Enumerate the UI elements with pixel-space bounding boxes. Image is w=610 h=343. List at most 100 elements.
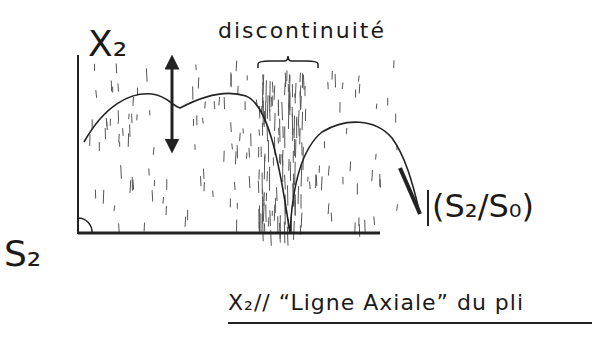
cleavage-dash [132, 97, 134, 106]
cleavage-dash [396, 204, 398, 211]
caption-underline [228, 322, 592, 324]
cleavage-dash [346, 128, 347, 134]
caption-note: X₂// “Ligne Axiale” du pli [228, 292, 524, 314]
cleavage-dash [395, 114, 396, 123]
cleavage-dash [302, 73, 303, 88]
cleavage-dash [118, 110, 119, 119]
cleavage-dash [282, 154, 284, 165]
cleavage-dash [129, 124, 130, 136]
cleavage-dash [112, 87, 113, 93]
cleavage-dash [89, 134, 90, 146]
cleavage-dash [111, 81, 112, 92]
cleavage-dash [262, 219, 264, 241]
cleavage-dash [280, 215, 281, 239]
cleavage-dash [204, 101, 206, 108]
cleavage-dash [230, 198, 231, 207]
cleavage-dash [289, 75, 291, 97]
cleavage-dash [364, 220, 366, 233]
cleavage-dash [350, 161, 352, 171]
cleavage-dash [193, 119, 194, 126]
cleavage-dash [281, 102, 283, 120]
axis-x2-label: X₂ [88, 26, 127, 62]
cleavage-dash [301, 213, 303, 228]
cleavage-dash [319, 166, 320, 173]
cleavage-dash [99, 142, 100, 151]
cleavage-dash [258, 147, 259, 158]
cleavage-dash [131, 114, 132, 124]
cleavage-dash [358, 217, 359, 226]
s2-s0-segment [400, 168, 420, 214]
cleavage-dash [274, 86, 276, 101]
cleavage-dash [236, 61, 238, 72]
plane-s2-label: S₂ [4, 236, 41, 272]
cleavage-dash [212, 191, 214, 198]
cleavage-dash [195, 65, 196, 71]
cleavage-dash [166, 179, 167, 190]
cleavage-dash [284, 126, 285, 148]
cleavage-dash [359, 224, 360, 237]
cleavage-dash [331, 213, 333, 222]
cleavage-dash [117, 83, 119, 91]
cleavage-dash [295, 195, 296, 207]
cleavage-dash [230, 122, 232, 132]
cleavage-dash [260, 213, 261, 232]
cleavage-dash [162, 197, 164, 204]
cleavage-dash [309, 182, 311, 189]
cleavage-dash [236, 220, 237, 233]
cleavage-dash [301, 142, 302, 155]
cleavage-dash [234, 182, 236, 190]
cleavage-dash [284, 175, 286, 190]
cleavage-dash [130, 180, 132, 193]
discontinuity-label: discontinuité [218, 20, 386, 42]
cleavage-dash [103, 190, 105, 204]
cleavage-dash [293, 221, 295, 240]
cleavage-dash [118, 223, 120, 232]
cleavage-dash [294, 194, 295, 215]
cleavage-dash [286, 70, 287, 81]
cleavage-dash [294, 116, 295, 139]
cleavage-dash [106, 118, 108, 126]
cleavage-dash [294, 139, 295, 156]
cleavage-dash [376, 104, 378, 109]
cleavage-dash [335, 74, 336, 88]
cleavage-dash [192, 86, 193, 99]
cleavage-dash [269, 210, 271, 226]
cleavage-dash [122, 128, 124, 136]
cleavage-dash [274, 205, 276, 221]
cleavage-dash [301, 194, 302, 209]
cleavage-dash [146, 68, 148, 81]
s2-plane-line [78, 232, 380, 235]
cleavage-dash [250, 133, 251, 146]
cleavage-dash [300, 96, 302, 109]
vertical-axis [77, 55, 79, 234]
cleavage-dash [245, 101, 246, 110]
cleavage-dash [387, 98, 388, 106]
cleavage-dash [371, 170, 373, 181]
cleavage-dash [373, 216, 375, 225]
cleavage-dash [375, 154, 377, 160]
cleavage-dash [269, 167, 270, 191]
cleavage-dash [264, 156, 265, 180]
cleavage-dash [166, 206, 167, 215]
cleavage-dash [393, 60, 394, 68]
cleavage-dash [307, 177, 308, 182]
cleavage-dash [295, 83, 297, 98]
cleavage-dash [237, 145, 238, 158]
cleavage-dash [278, 100, 279, 116]
cleavage-dash [278, 137, 279, 143]
fold-trace [84, 93, 420, 234]
cleavage-dash [292, 107, 293, 117]
cleavage-dash [288, 84, 289, 92]
cleavage-dash [315, 174, 316, 188]
cleavage-dash [204, 182, 205, 191]
cleavage-dash [128, 133, 129, 147]
right-angle-mark [78, 218, 92, 233]
cleavage-dash [285, 73, 287, 85]
cleavage-dash [262, 173, 263, 194]
cleavage-dash [136, 114, 137, 120]
cleavage-dash [267, 95, 269, 119]
cleavage-dash [293, 151, 294, 163]
cleavage-dash [332, 71, 333, 80]
s2-s0-label: (S₂/S₀) [432, 190, 534, 222]
cleavage-dash [263, 192, 265, 206]
